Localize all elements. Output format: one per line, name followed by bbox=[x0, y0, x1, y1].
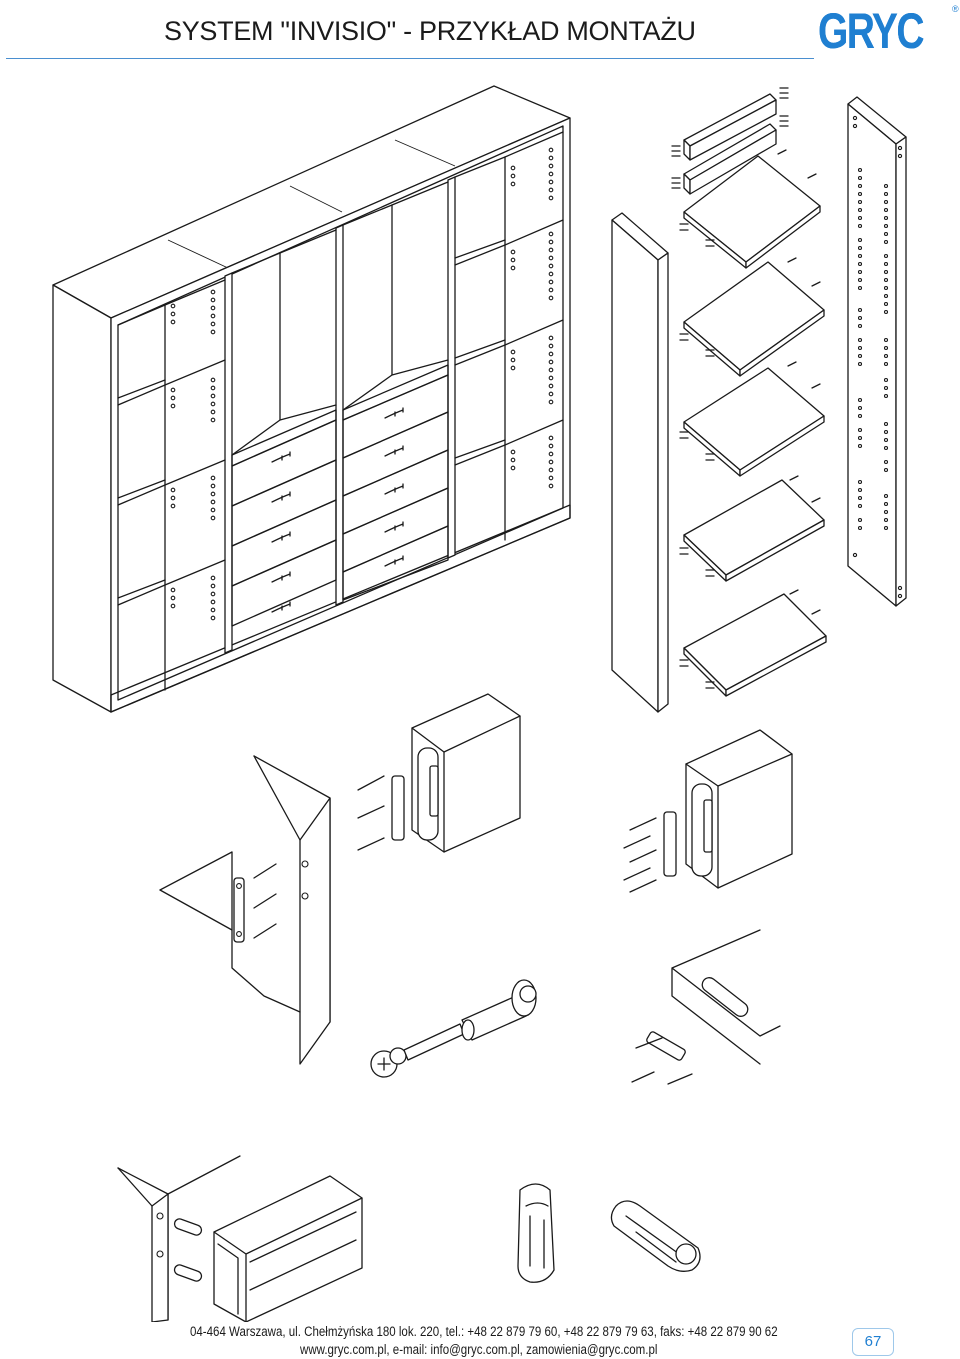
company-web: www.gryc.com.pl, e-mail: info@gryc.com.p… bbox=[300, 1342, 658, 1357]
screw-icon bbox=[253, 863, 277, 939]
page-title: SYSTEM "INVISIO" - PRZYKŁAD MONTAŻU bbox=[164, 16, 696, 46]
connector-detail-drawing bbox=[159, 693, 521, 1065]
registered-mark: ® bbox=[952, 4, 959, 14]
plastic-clip-icon bbox=[517, 1183, 701, 1283]
page-header: SYSTEM "INVISIO" - PRZYKŁAD MONTAŻU GRYC… bbox=[0, 0, 960, 64]
side-panel-drawing bbox=[611, 212, 669, 713]
brand-logo: GRYC ® bbox=[814, 3, 960, 60]
connector-detail-drawing bbox=[623, 729, 793, 1085]
sleeve-nut-icon bbox=[370, 979, 537, 1078]
assembly-illustration bbox=[52, 85, 907, 1322]
logo-text: GRYC bbox=[818, 3, 925, 59]
side-panel-drawing bbox=[847, 96, 907, 607]
page-number: 67 bbox=[852, 1328, 894, 1356]
screw-icon bbox=[357, 775, 385, 851]
page-footer: 04-464 Warszawa, ul. Chełmżyńska 180 lok… bbox=[0, 1322, 960, 1359]
screw-icon bbox=[623, 817, 657, 893]
screw-icon bbox=[631, 1037, 693, 1085]
cabinet-assembly-drawing bbox=[52, 85, 571, 713]
header-divider bbox=[6, 58, 814, 59]
plinth-detail-drawing bbox=[117, 1155, 363, 1322]
shelf-panel-drawing bbox=[671, 87, 827, 697]
company-address: 04-464 Warszawa, ul. Chełmżyńska 180 lok… bbox=[190, 1324, 778, 1339]
